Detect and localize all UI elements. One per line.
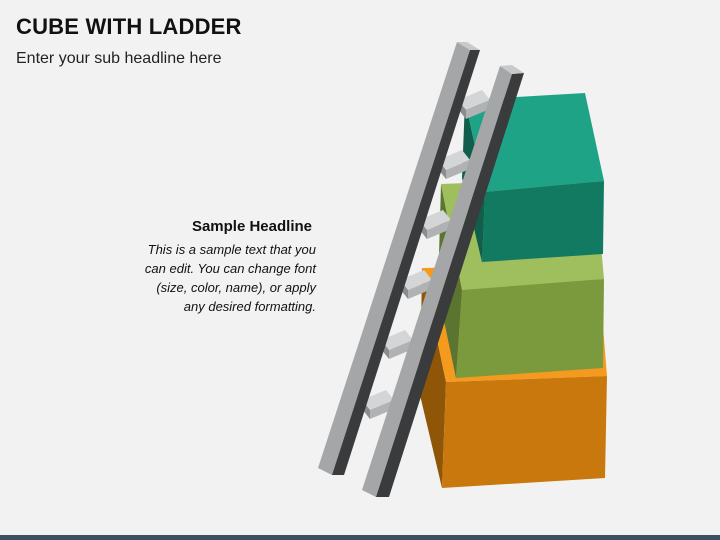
body-line: can edit. You can change font — [144, 261, 316, 276]
ladder-left-rail — [318, 42, 480, 475]
ladder-right-rail — [362, 65, 524, 497]
sample-body-text: This is a sample text that you can edit.… — [96, 240, 316, 316]
body-line: This is a sample text that you — [147, 242, 316, 257]
cube-middle-front-face — [456, 279, 604, 378]
text-block: Sample Headline This is a sample text th… — [96, 218, 316, 316]
footer-bar — [0, 535, 720, 540]
slide-title: CUBE WITH LADDER — [16, 14, 242, 39]
slide-subtitle: Enter your sub headline here — [16, 50, 222, 67]
cube-top-front-face — [482, 181, 604, 262]
body-line: any desired formatting. — [183, 299, 316, 314]
cube-bottom-front-face — [442, 376, 607, 488]
body-line: (size, color, name), or apply — [156, 280, 316, 295]
sample-headline: Sample Headline — [191, 218, 312, 235]
ladder — [318, 42, 524, 497]
